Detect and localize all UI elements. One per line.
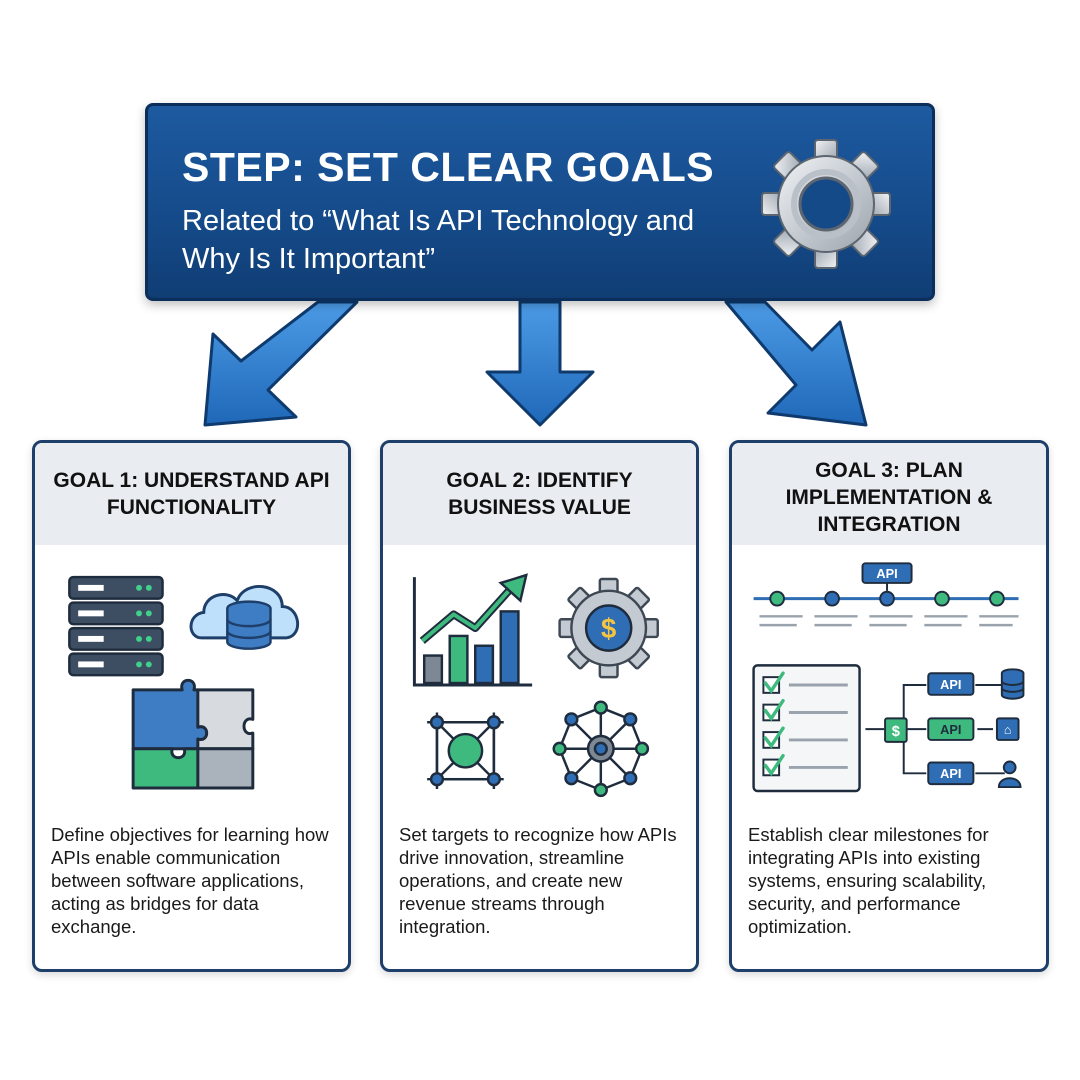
puzzle-icon	[131, 678, 255, 790]
flow-api-label-3: API	[940, 766, 961, 781]
flow-api-label-1: API	[940, 677, 961, 692]
goal-1-description: Define objectives for learning how APIs …	[51, 824, 329, 937]
dollar-gear-icon: $	[558, 577, 659, 679]
goal-2-description: Set targets to recognize how APIs drive …	[399, 824, 677, 937]
goal-2-icons: $	[412, 573, 659, 798]
page-title: STEP: SET CLEAR GOALS	[182, 144, 715, 190]
goal-1-icons	[68, 575, 300, 790]
flow-dollar-label: $	[892, 724, 900, 740]
flow-api-label-2: API	[940, 722, 961, 737]
hub-network-icon	[552, 700, 650, 798]
timeline-api-label: API	[876, 566, 897, 581]
goal-1-title: GOAL 1: UNDERSTAND API FUNCTIONALITY	[35, 443, 348, 545]
timeline-icon: API	[753, 562, 1019, 627]
server-rack-icon	[68, 575, 164, 677]
goal-card-2: GOAL 2: IDENTIFY BUSINESS VALUE	[380, 440, 699, 972]
header-banner: STEP: SET CLEAR GOALS Related to “What I…	[145, 103, 935, 301]
gear-icon	[761, 139, 891, 269]
goal-card-1: GOAL 1: UNDERSTAND API FUNCTIONALITY	[32, 440, 351, 972]
api-flow-icon: $ API API API ⌂	[865, 668, 1025, 789]
goal-card-3: GOAL 3: PLAN IMPLEMENTATION & INTEGRATIO…	[729, 440, 1049, 972]
growth-chart-icon	[412, 573, 533, 687]
goal-3-description: Establish clear milestones for integrati…	[748, 824, 989, 937]
network-grid-icon	[427, 712, 504, 790]
arrow-right	[724, 300, 868, 427]
svg-text:$: $	[601, 613, 616, 644]
arrow-left	[203, 300, 359, 427]
cloud-database-icon	[189, 585, 300, 650]
page-subtitle: Related to “What Is API Technology and W…	[182, 205, 695, 275]
svg-text:⌂: ⌂	[1004, 722, 1012, 737]
arrow-center	[485, 300, 595, 427]
goal-3-icons: API	[752, 562, 1025, 793]
goal-2-title: GOAL 2: IDENTIFY BUSINESS VALUE	[383, 443, 696, 545]
goal-3-title: GOAL 3: PLAN IMPLEMENTATION & INTEGRATIO…	[732, 443, 1046, 545]
checklist-icon	[752, 664, 861, 793]
